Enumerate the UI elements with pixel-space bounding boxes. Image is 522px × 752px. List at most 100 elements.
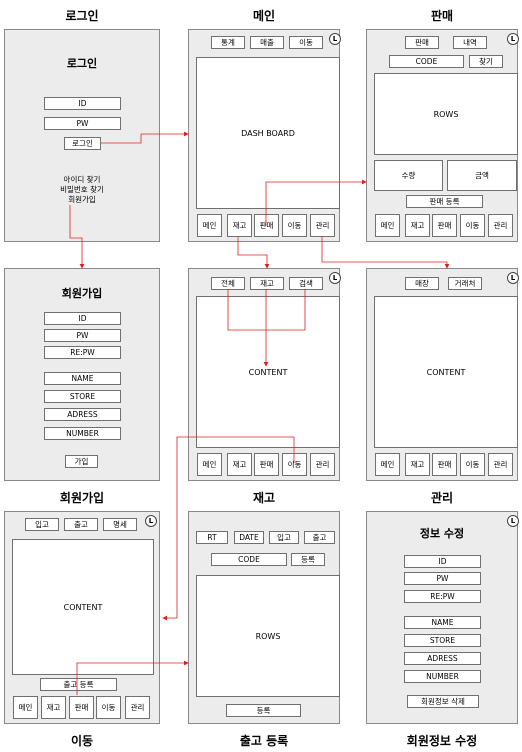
main-screen: 통계 매출 이동 L DASH BOARD 메인 재고 판매 이동 관리 xyxy=(188,29,341,242)
stock-nav-sales[interactable]: 판매 xyxy=(254,453,279,476)
manage-screen: 매장 거래처 L CONTENT 메인 재고 판매 이동 관리 xyxy=(366,268,519,481)
sales-l-badge[interactable]: L xyxy=(507,33,519,45)
edit-screen: L 정보 수정 ID PW RE:PW NAME STORE ADRESS NU… xyxy=(366,511,519,724)
release-tab-date[interactable]: DATE xyxy=(234,531,264,544)
edit-address-field[interactable]: ADRESS xyxy=(404,652,481,665)
main-nav-sales[interactable]: 판매 xyxy=(254,214,279,237)
move-l-badge[interactable]: L xyxy=(145,515,157,527)
release-tab-in[interactable]: 입고 xyxy=(269,531,299,544)
edit-delete-button[interactable]: 회원정보 삭제 xyxy=(407,695,479,708)
move-nav-stock[interactable]: 재고 xyxy=(41,696,66,719)
signup-id-field[interactable]: ID xyxy=(44,312,121,325)
stock-nav-main[interactable]: 메인 xyxy=(197,453,222,476)
release-code-register-button[interactable]: 등록 xyxy=(291,553,325,566)
title-stock: 재고 xyxy=(252,491,276,505)
stock-nav-manage[interactable]: 관리 xyxy=(310,453,335,476)
sales-nav-move[interactable]: 이동 xyxy=(460,214,485,237)
manage-nav-move[interactable]: 이동 xyxy=(460,453,485,476)
signup-link[interactable]: 회원가입 xyxy=(68,195,96,204)
edit-number-field[interactable]: NUMBER xyxy=(404,670,481,683)
stock-l-badge[interactable]: L xyxy=(329,272,341,284)
edit-pw-field[interactable]: PW xyxy=(404,572,481,585)
signup-address-field[interactable]: ADRESS xyxy=(44,408,121,421)
stock-nav-stock[interactable]: 재고 xyxy=(227,453,252,476)
release-screen: RT DATE 입고 출고 CODE 등록 ROWS 등록 xyxy=(188,511,340,724)
sales-register-button[interactable]: 판매 등록 xyxy=(406,195,483,208)
title-release: 출고 등록 xyxy=(239,734,289,748)
edit-l-badge[interactable]: L xyxy=(507,515,519,527)
manage-nav-main[interactable]: 메인 xyxy=(375,453,400,476)
release-tab-rt[interactable]: RT xyxy=(196,531,228,544)
release-code-input[interactable]: CODE xyxy=(211,553,287,566)
title-manage: 관리 xyxy=(430,491,454,505)
stock-tab-stock[interactable]: 재고 xyxy=(250,277,284,290)
manage-nav-sales[interactable]: 판매 xyxy=(432,453,457,476)
title-main: 메인 xyxy=(252,9,276,23)
main-tab-move[interactable]: 이동 xyxy=(289,36,323,49)
login-screen: 로그인 ID PW 로그인 아이디 찾기 비밀번호 찾기 회원가입 xyxy=(4,29,160,242)
sales-tab-sale[interactable]: 판매 xyxy=(405,36,439,49)
sales-screen: 판매 내역 L CODE 찾기 ROWS 수량 금액 판매 등록 메인 재고 판… xyxy=(366,29,519,242)
find-pw-link[interactable]: 비밀번호 찾기 xyxy=(60,185,104,194)
edit-repw-field[interactable]: RE:PW xyxy=(404,590,481,603)
manage-nav-stock[interactable]: 재고 xyxy=(405,453,430,476)
signup-store-field[interactable]: STORE xyxy=(44,390,121,403)
sales-nav-sales[interactable]: 판매 xyxy=(432,214,457,237)
stock-tab-search[interactable]: 검색 xyxy=(289,277,323,290)
sales-qty[interactable]: 수량 xyxy=(374,160,443,191)
signup-repw-field[interactable]: RE:PW xyxy=(44,346,121,359)
main-nav-manage[interactable]: 관리 xyxy=(310,214,335,237)
edit-heading: 정보 수정 xyxy=(419,527,465,540)
release-register-button[interactable]: 등록 xyxy=(226,704,301,717)
sales-amount[interactable]: 금액 xyxy=(447,160,517,191)
move-content: CONTENT xyxy=(12,539,154,675)
edit-store-field[interactable]: STORE xyxy=(404,634,481,647)
edit-name-field[interactable]: NAME xyxy=(404,616,481,629)
title-signup: 회원가입 xyxy=(59,491,105,505)
signup-pw-field[interactable]: PW xyxy=(44,329,121,342)
login-button[interactable]: 로그인 xyxy=(64,137,101,150)
move-nav-move[interactable]: 이동 xyxy=(96,696,121,719)
login-id-field[interactable]: ID xyxy=(44,97,121,110)
release-tab-out[interactable]: 출고 xyxy=(304,531,335,544)
move-nav-sales[interactable]: 판매 xyxy=(69,696,94,719)
move-nav-main[interactable]: 메인 xyxy=(13,696,38,719)
sales-tab-history[interactable]: 내역 xyxy=(453,36,487,49)
find-id-link[interactable]: 아이디 찾기 xyxy=(63,175,101,184)
move-tab-in[interactable]: 입고 xyxy=(25,518,59,531)
main-nav-move[interactable]: 이동 xyxy=(282,214,307,237)
move-nav-manage[interactable]: 관리 xyxy=(125,696,150,719)
login-heading: 로그인 xyxy=(66,57,98,70)
main-tab-revenue[interactable]: 매출 xyxy=(250,36,284,49)
login-pw-field[interactable]: PW xyxy=(44,117,121,130)
title-move: 이동 xyxy=(70,734,94,748)
main-tab-stats[interactable]: 통계 xyxy=(211,36,245,49)
manage-l-badge[interactable]: L xyxy=(507,272,519,284)
sales-nav-stock[interactable]: 재고 xyxy=(405,214,430,237)
move-tab-out[interactable]: 출고 xyxy=(64,518,98,531)
signup-heading: 회원가입 xyxy=(61,287,103,300)
manage-nav-manage[interactable]: 관리 xyxy=(488,453,513,476)
stock-nav-move[interactable]: 이동 xyxy=(282,453,307,476)
sales-rows: ROWS xyxy=(374,73,518,155)
manage-content: CONTENT xyxy=(374,296,518,448)
edit-id-field[interactable]: ID xyxy=(404,555,481,568)
sales-nav-main[interactable]: 메인 xyxy=(375,214,400,237)
manage-tab-store[interactable]: 매장 xyxy=(405,277,439,290)
main-l-badge[interactable]: L xyxy=(329,33,341,45)
signup-submit-button[interactable]: 가입 xyxy=(65,455,98,468)
sales-nav-manage[interactable]: 관리 xyxy=(488,214,513,237)
move-screen: 입고 출고 명세 L CONTENT 출고 등록 메인 재고 판매 이동 관리 xyxy=(4,511,160,724)
signup-name-field[interactable]: NAME xyxy=(44,372,121,385)
stock-tab-all[interactable]: 전체 xyxy=(211,277,245,290)
title-sales: 판매 xyxy=(430,9,454,23)
manage-tab-client[interactable]: 거래처 xyxy=(448,277,482,290)
move-tab-detail[interactable]: 명세 xyxy=(103,518,137,531)
main-nav-stock[interactable]: 재고 xyxy=(227,214,252,237)
signup-number-field[interactable]: NUMBER xyxy=(44,427,121,440)
sales-code-input[interactable]: CODE xyxy=(389,55,464,68)
main-nav-main[interactable]: 메인 xyxy=(197,214,222,237)
release-rows: ROWS xyxy=(196,575,340,697)
move-register-button[interactable]: 출고 등록 xyxy=(40,678,117,691)
sales-find-button[interactable]: 찾기 xyxy=(469,55,503,68)
